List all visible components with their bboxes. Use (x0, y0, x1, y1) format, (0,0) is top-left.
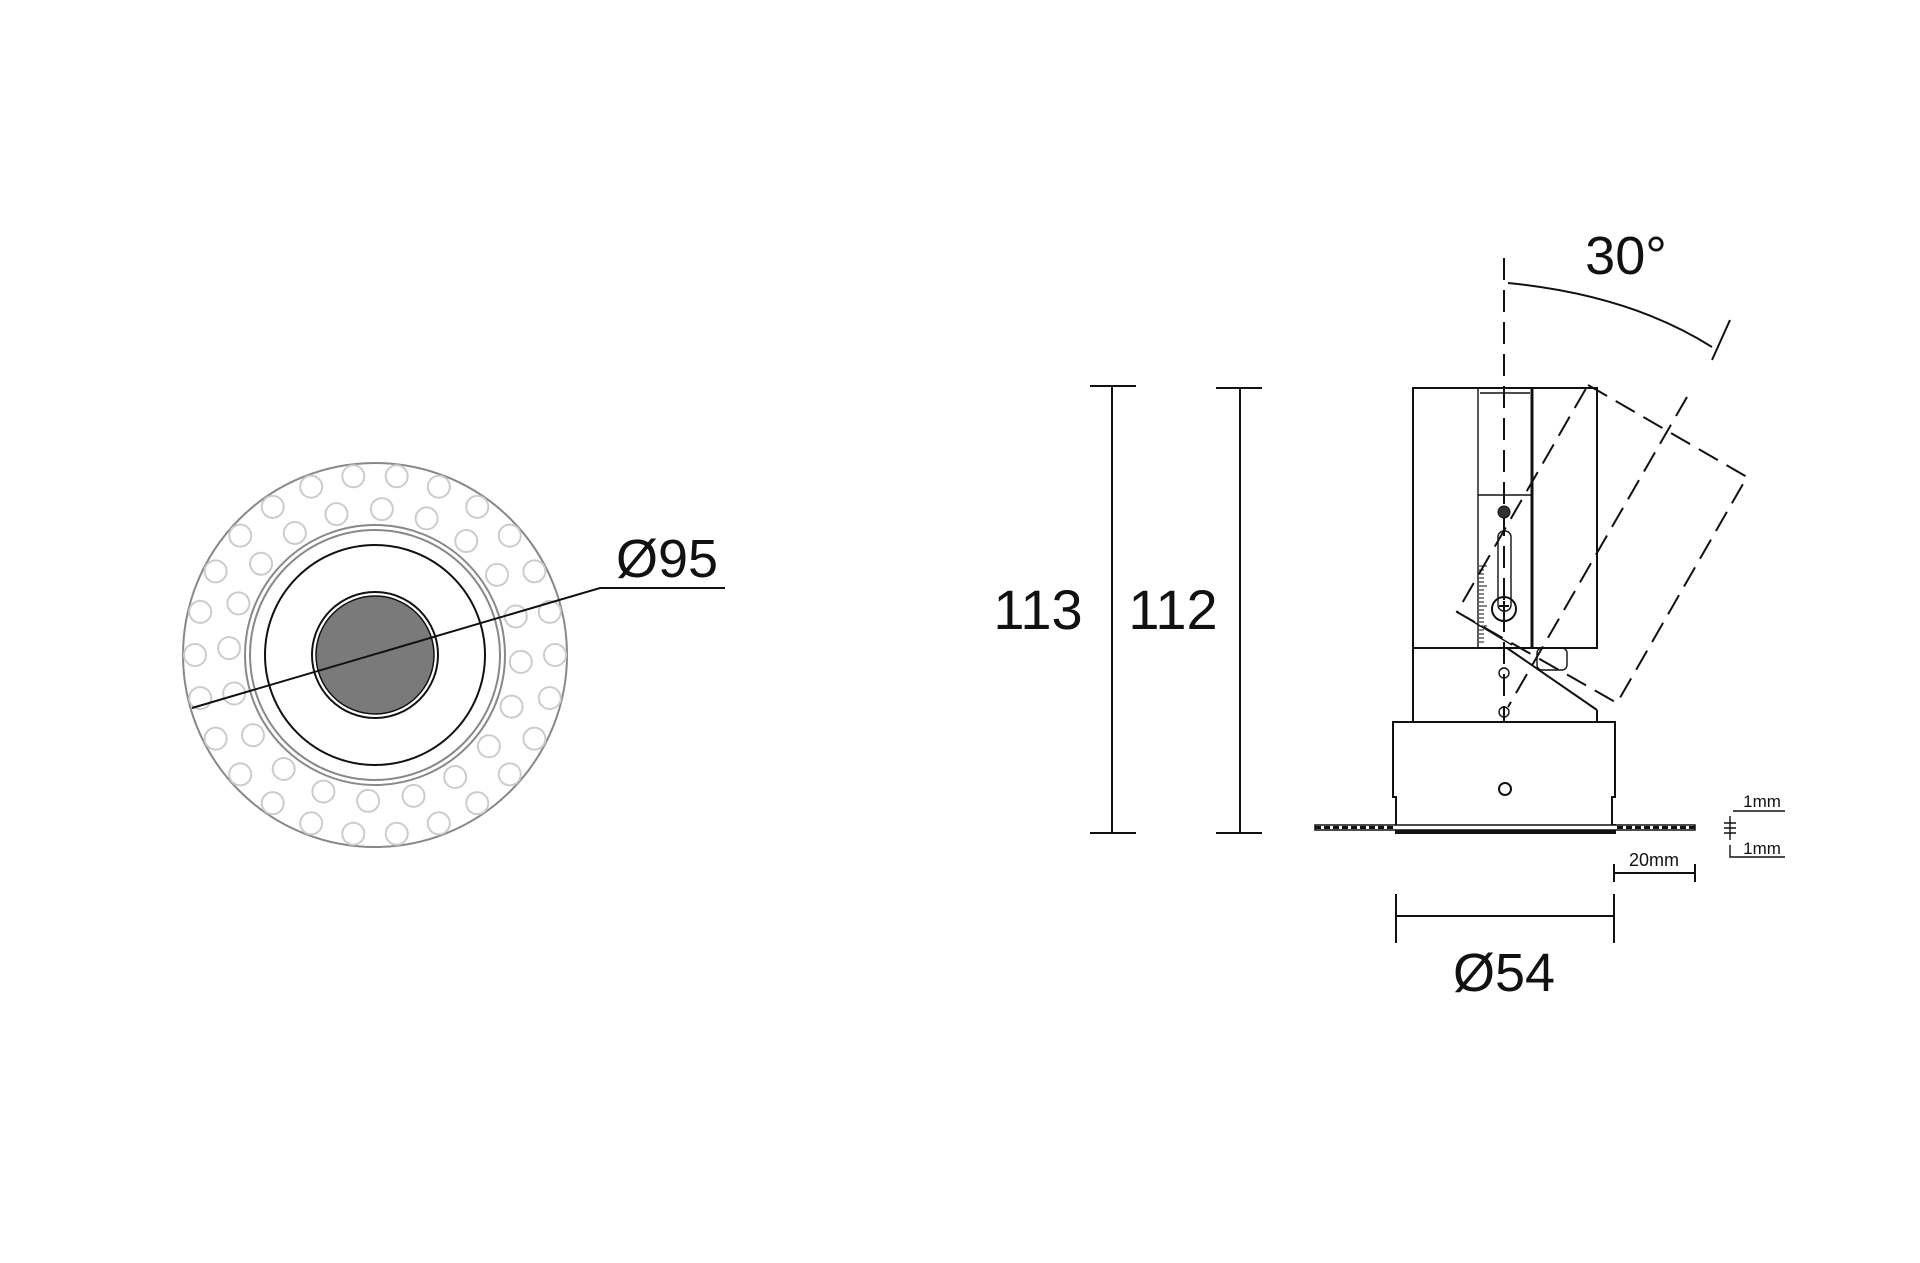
height-inner-label: 112 (1128, 578, 1217, 641)
height-outer-label: 113 (993, 578, 1082, 641)
height-dimension-113: 113 (993, 385, 1136, 834)
cutout-diameter-label: Ø54 (1453, 943, 1555, 1003)
perforation-hole (543, 643, 567, 667)
thickness-top-label: 1mm (1743, 792, 1781, 811)
perforation-hole (341, 464, 366, 489)
perforation-hole (465, 494, 490, 519)
perforation-hole (497, 523, 522, 548)
perforation-hole (503, 604, 528, 629)
perforation-hole (203, 726, 228, 751)
housing-neck (1412, 647, 1598, 722)
perforation-hole (384, 464, 409, 489)
perforation-hole (324, 502, 349, 527)
perforation-hole (222, 681, 247, 706)
perforation-hole (203, 559, 228, 584)
front-view: Ø95 (182, 462, 725, 848)
perforation-hole (240, 723, 265, 748)
tilt-angle-label: 30° (1585, 226, 1667, 286)
perforation-holes (183, 464, 567, 846)
perforation-hole (228, 762, 253, 787)
perforation-hole (497, 762, 522, 787)
perforation-hole (341, 821, 366, 846)
perforation-hole (426, 474, 451, 499)
perforation-hole (476, 734, 501, 759)
locking-screw (1491, 596, 1517, 622)
inner-trim-ring-inner (249, 529, 501, 781)
perforation-hole (485, 562, 510, 587)
perforation-hole (249, 551, 274, 576)
diameter-label: Ø95 (616, 529, 718, 589)
perforation-hole (384, 821, 409, 846)
perforation-hole (188, 686, 213, 711)
cross-head-icon (1499, 601, 1509, 617)
perforation-hole (299, 811, 324, 836)
diameter-leader-line (191, 587, 725, 709)
perforation-hole (465, 791, 490, 816)
lens-bezel (311, 591, 439, 719)
perforation-hole (414, 506, 439, 531)
base-hole (1498, 782, 1512, 796)
perforation-hole (260, 494, 285, 519)
perforation-hole (260, 791, 285, 816)
mounting-base (1392, 721, 1616, 834)
perforation-hole (369, 497, 394, 522)
perforation-hole (271, 756, 296, 781)
perforation-hole (311, 779, 336, 804)
angle-scale (1479, 565, 1487, 643)
perforation-hole (443, 765, 468, 790)
perforation-hole (188, 599, 213, 624)
perforation-hole (522, 726, 547, 751)
side-view: 30° Ø54 20m (1314, 226, 1785, 1003)
perforation-hole (454, 529, 479, 554)
flange-width-label: 20mm (1629, 850, 1679, 870)
perforation-hole (508, 649, 533, 674)
driver-bump (1536, 647, 1568, 671)
perforation-hole (522, 559, 547, 584)
pivot-screw (1497, 505, 1511, 519)
perforation-hole (183, 643, 207, 667)
perforation-hole (226, 591, 251, 616)
inner-trim-ring-outer (244, 524, 506, 786)
thickness-bottom-label: 1mm (1743, 839, 1781, 858)
perforation-hole (356, 788, 381, 813)
tilted-position-outline (1455, 383, 1749, 705)
perforation-hole (499, 694, 524, 719)
perforation-hole (426, 811, 451, 836)
reflector-ring (264, 544, 486, 766)
perforation-hole (537, 599, 562, 624)
perforation-hole (299, 474, 324, 499)
tilt-arc (1507, 282, 1713, 348)
perforation-hole (228, 523, 253, 548)
perforation-hole (401, 783, 426, 808)
perforation-hole (537, 686, 562, 711)
height-dimension-112: 112 (1128, 387, 1262, 834)
perforation-hole (217, 636, 242, 661)
perforation-hole (282, 520, 307, 545)
